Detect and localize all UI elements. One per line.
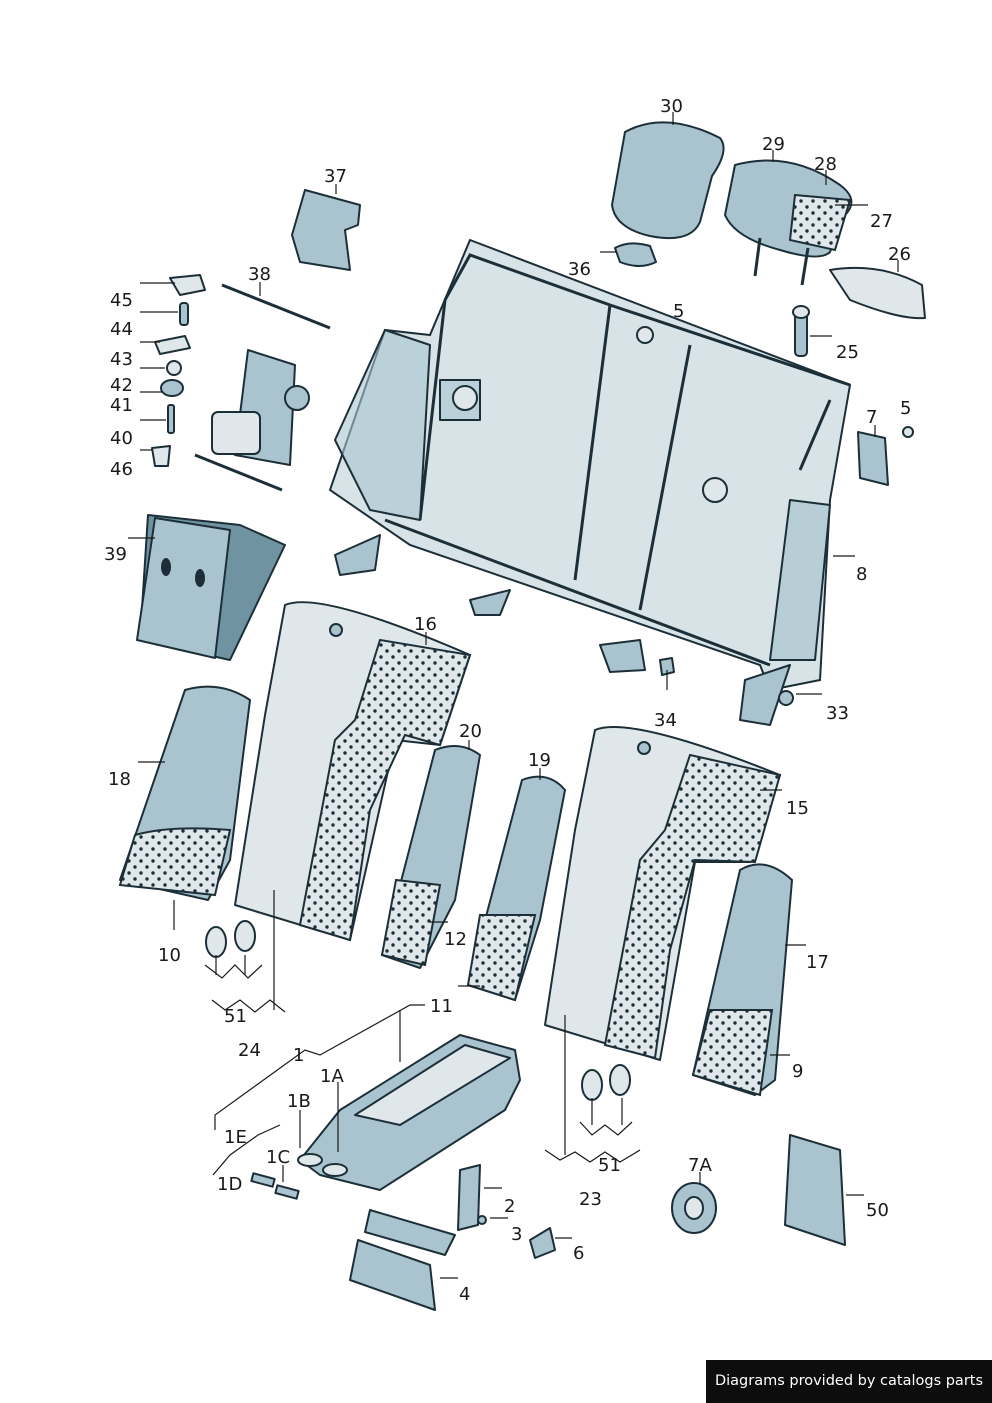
callout-50: 50 (866, 1200, 889, 1221)
screw-3[interactable] (477, 1215, 487, 1225)
callout-1C: 1C (266, 1147, 290, 1168)
callout-29: 29 (762, 134, 785, 155)
callout-19: 19 (528, 750, 551, 771)
callout-34: 34 (654, 710, 677, 731)
bracket-37[interactable] (291, 189, 361, 271)
callout-7: 7 (866, 407, 877, 428)
armrest-bracket-2[interactable] (364, 1164, 481, 1256)
callout-16: 16 (414, 614, 437, 635)
callout-37: 37 (324, 166, 347, 187)
callout-17: 17 (806, 952, 829, 973)
callout-1: 1 (293, 1045, 304, 1066)
callout-25: 25 (836, 342, 859, 363)
backrest-cover-15[interactable] (544, 726, 782, 1061)
bracket-7[interactable] (857, 426, 914, 486)
clip-36[interactable] (614, 242, 657, 267)
callout-45: 45 (110, 290, 133, 311)
callout-28: 28 (814, 154, 837, 175)
callout-5-upper: 5 (673, 301, 684, 322)
side-bolster-19[interactable] (466, 775, 566, 1002)
nut-33[interactable] (778, 690, 794, 706)
headrest-30[interactable] (611, 121, 725, 240)
backrest-cover-16[interactable] (234, 601, 472, 942)
callout-38: 38 (248, 264, 271, 285)
callout-1D: 1D (217, 1174, 242, 1195)
cover-4[interactable] (349, 1239, 436, 1311)
guide-sleeve-25[interactable] (792, 305, 810, 357)
callout-9: 9 (792, 1061, 803, 1082)
callout-2: 2 (504, 1196, 515, 1217)
callout-7A: 7A (688, 1155, 712, 1176)
callout-1B: 1B (287, 1091, 311, 1112)
tape-roll-7A[interactable] (671, 1182, 717, 1234)
side-bolster-20[interactable] (380, 745, 481, 969)
backrest-frame-8[interactable] (328, 238, 852, 726)
callout-8: 8 (856, 564, 867, 585)
callout-1A: 1A (320, 1066, 344, 1087)
callout-23: 23 (579, 1189, 602, 1210)
callout-24: 24 (238, 1040, 261, 1061)
label-strips-1C-1D[interactable] (250, 1172, 300, 1200)
clip-6[interactable] (529, 1227, 556, 1259)
callout-39: 39 (104, 544, 127, 565)
callout-4: 4 (459, 1284, 470, 1305)
bolt-5-upper[interactable] (636, 326, 654, 344)
washers-51-right[interactable] (581, 1064, 631, 1101)
callout-18: 18 (108, 769, 131, 790)
callout-46: 46 (110, 459, 133, 480)
callout-33: 33 (826, 703, 849, 724)
callout-44: 44 (110, 319, 133, 340)
leader-lines (128, 112, 899, 1279)
callout-6: 6 (573, 1243, 584, 1264)
armrest-1[interactable] (297, 1034, 521, 1191)
catalog-credit-banner: Diagrams provided by catalogs parts (706, 1360, 992, 1403)
callout-labels: 30 29 28 27 26 37 36 5 38 45 44 43 42 41… (104, 96, 911, 1305)
callout-43: 43 (110, 349, 133, 370)
callout-11: 11 (430, 996, 453, 1017)
callout-15: 15 (786, 798, 809, 819)
clip-34[interactable] (659, 657, 675, 676)
headrest-guide-26[interactable] (829, 266, 926, 320)
callout-26: 26 (888, 244, 911, 265)
callout-12: 12 (444, 929, 467, 950)
callout-51-right: 51 (598, 1155, 621, 1176)
callout-30: 30 (660, 96, 683, 117)
callout-27: 27 (870, 211, 893, 232)
pad-50[interactable] (784, 1134, 846, 1246)
callout-5-right: 5 (900, 398, 911, 419)
callout-3: 3 (511, 1224, 522, 1245)
callout-51-left: 51 (224, 1006, 247, 1027)
headrest-29[interactable] (724, 159, 853, 286)
side-cushion-17[interactable] (691, 863, 793, 1097)
lumbar-adjuster-38[interactable] (194, 283, 331, 492)
panel-39[interactable] (136, 514, 286, 661)
callout-42: 42 (110, 375, 133, 396)
callout-10: 10 (158, 945, 181, 966)
small-parts-40-46[interactable] (151, 274, 206, 467)
callout-20: 20 (459, 721, 482, 742)
callout-36: 36 (568, 259, 591, 280)
callout-1E: 1E (224, 1127, 247, 1148)
callout-40: 40 (110, 428, 133, 449)
side-cushion-18[interactable] (118, 685, 251, 901)
washers-51-left[interactable] (205, 920, 256, 958)
callout-41: 41 (110, 395, 133, 416)
